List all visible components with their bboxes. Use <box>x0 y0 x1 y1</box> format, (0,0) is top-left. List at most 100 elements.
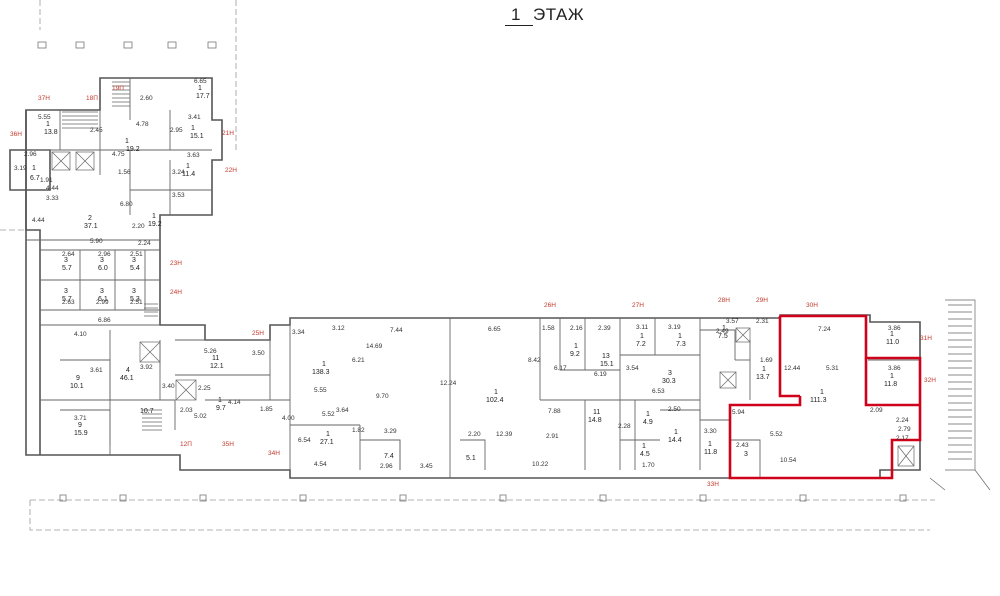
dimension-label: 2.16 <box>570 325 583 332</box>
axis-label: 37Н <box>38 95 50 102</box>
room-label: 15.1 <box>600 361 614 368</box>
room-label: 1 <box>125 138 129 145</box>
dimension-label: 6.65 <box>488 326 501 333</box>
dimension-label: 2.64 <box>62 251 75 258</box>
dimension-label: 3.19 <box>14 165 27 172</box>
dimension-label: 3.30 <box>704 428 717 435</box>
room-label: 9 <box>78 422 82 429</box>
dimension-label: 2.20 <box>132 223 145 230</box>
room-label: 1 <box>198 85 202 92</box>
dimension-label: 3.71 <box>74 415 87 422</box>
room-label: 46.1 <box>120 375 134 382</box>
dimension-label: 10.22 <box>532 461 549 468</box>
room-label: 1 <box>152 213 156 220</box>
axis-label: 31Н <box>920 335 932 342</box>
room-label: 3 <box>100 257 104 264</box>
dimension-label: 3.54 <box>626 365 639 372</box>
axis-label: 19П <box>112 85 124 92</box>
room-label: 1 <box>820 389 824 396</box>
room-label: 1 <box>32 165 36 172</box>
room-label: 1 <box>678 333 682 340</box>
dimension-label: 5.52 <box>322 411 335 418</box>
dimension-label: 5.90 <box>90 238 103 245</box>
dimension-label: 3.86 <box>888 365 901 372</box>
room-label: 1 <box>674 429 678 436</box>
dimension-label: 3.34 <box>292 329 305 336</box>
dimension-label: 2.28 <box>618 423 631 430</box>
dimension-label: 2.96 <box>98 251 111 258</box>
dimension-label: 4.75 <box>112 151 125 158</box>
room-label: 11.4 <box>182 171 195 178</box>
dimension-label: 4.10 <box>74 331 87 338</box>
room-label: 30.3 <box>662 378 676 385</box>
dimension-label: 2.09 <box>870 407 883 414</box>
room-label: 1 <box>218 397 222 404</box>
dimension-label: 5.55 <box>38 114 51 121</box>
dimension-label: 2.24 <box>896 417 909 424</box>
room-label: 1 <box>640 333 644 340</box>
dimension-label: 3.50 <box>252 350 265 357</box>
dimension-label: 6.19 <box>594 371 607 378</box>
dimension-label: 3.40 <box>162 383 175 390</box>
axis-label: 32Н <box>924 377 936 384</box>
room-label: 13.8 <box>44 129 58 136</box>
dimension-label: 2.20 <box>468 431 481 438</box>
room-label: 138.3 <box>312 369 330 376</box>
dimension-label: 3.33 <box>46 195 59 202</box>
dimension-label: 2.17 <box>896 435 909 442</box>
dimension-label: 6.80 <box>120 201 133 208</box>
room-label: 7.4 <box>384 453 394 460</box>
room-label: 1 <box>322 361 326 368</box>
room-label: 5.7 <box>62 296 72 303</box>
stairs-and-lifts <box>51 81 991 491</box>
floor-number: 1 <box>505 5 533 26</box>
dimension-label: 4.00 <box>282 415 295 422</box>
floor-word: ЭТАЖ <box>532 5 585 24</box>
room-label: 15.9 <box>74 430 88 437</box>
room-label: 19.2 <box>148 221 162 228</box>
dimension-label: 2.95 <box>170 127 183 134</box>
dimension-label: 5.02 <box>194 413 207 420</box>
room-label: 9 <box>76 375 80 382</box>
room-label: 3 <box>744 451 748 458</box>
dimension-label: 4.44 <box>32 217 45 224</box>
axis-label: 21Н <box>222 130 234 137</box>
axis-label: 33Н <box>707 481 719 488</box>
room-label: 1 <box>646 411 650 418</box>
room-label: 1 <box>186 163 190 170</box>
dimension-label: 7.24 <box>818 326 831 333</box>
dimension-label: 2.96 <box>380 463 393 470</box>
axis-label: 27Н <box>632 302 644 309</box>
room-label: 27.1 <box>320 439 334 446</box>
dimension-label: 2.45 <box>90 127 103 134</box>
dimension-label: 2.39 <box>598 325 611 332</box>
dimension-label: 3.45 <box>420 463 433 470</box>
room-label: 10.1 <box>70 383 84 390</box>
room-label: 19.2 <box>126 146 140 153</box>
room-labels: 113.8119.2115.1117.716.7111.4237.1119.23… <box>30 85 899 462</box>
dimension-label: 2.60 <box>140 95 153 102</box>
dimension-label: 3.41 <box>188 114 201 121</box>
dimension-label: 6.54 <box>298 437 311 444</box>
dimension-label: 4.54 <box>314 461 327 468</box>
dimension-label: 3.24 <box>172 169 185 176</box>
dimension-label: 2.51 <box>130 299 143 306</box>
highlighted-premises <box>728 314 922 480</box>
dimension-label: 6.53 <box>652 388 665 395</box>
dimension-label: 3.12 <box>332 325 345 332</box>
dimension-label: 2.31 <box>756 318 769 325</box>
dimension-label: 1.70 <box>642 462 655 469</box>
room-label: 3 <box>64 288 68 295</box>
room-label: 7.5 <box>718 333 728 340</box>
axis-label: 22Н <box>225 167 237 174</box>
dimension-label: 5.94 <box>732 409 745 416</box>
dimension-label: 2.24 <box>138 240 151 247</box>
dimension-label: 5.26 <box>204 348 217 355</box>
room-label: 37.1 <box>84 223 98 230</box>
axis-label: 18П <box>86 95 98 102</box>
boundary-markers <box>37 41 907 502</box>
axis-label: 23Н <box>170 260 182 267</box>
room-label: 1 <box>762 366 766 373</box>
room-label: 6.0 <box>98 265 108 272</box>
